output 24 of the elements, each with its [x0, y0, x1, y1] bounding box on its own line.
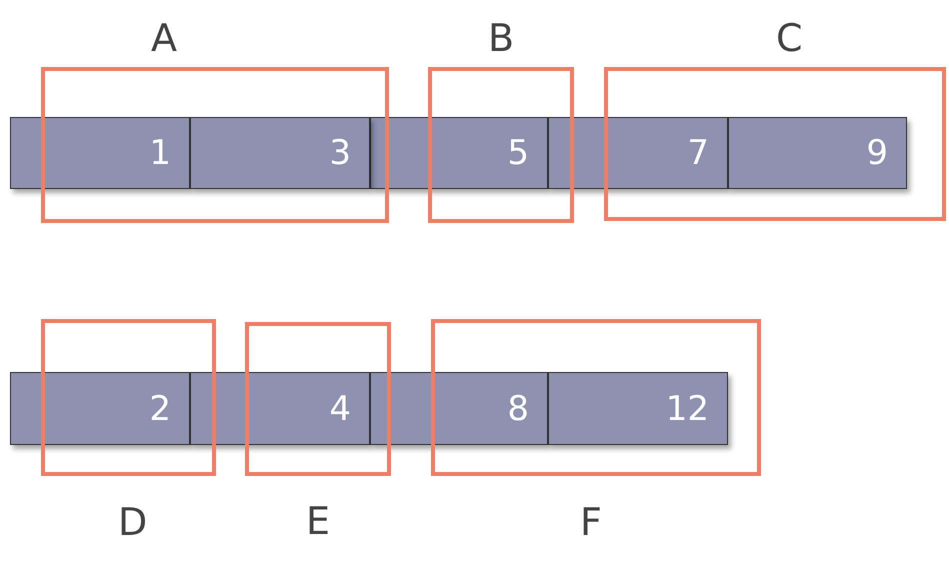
- array-cell: [10, 372, 190, 445]
- group-letter: F: [580, 503, 602, 541]
- cell-value: 1: [149, 136, 171, 170]
- array-cell: [190, 117, 370, 189]
- cell-value: 4: [329, 392, 351, 426]
- cell-value: 5: [507, 136, 529, 170]
- group-letter: D: [118, 503, 148, 541]
- array-cell: [548, 117, 728, 189]
- cell-value: 8: [507, 392, 529, 426]
- array-cell: [370, 117, 548, 189]
- cell-value: 3: [329, 136, 351, 170]
- cell-value: 7: [687, 136, 709, 170]
- group-letter: C: [776, 19, 803, 57]
- cell-value: 9: [866, 136, 888, 170]
- array-cell: [10, 117, 190, 189]
- array-cell: [548, 372, 728, 445]
- cell-value: 12: [666, 392, 709, 426]
- group-letter: B: [488, 19, 514, 57]
- group-letter: A: [151, 19, 177, 57]
- cell-value: 2: [149, 392, 171, 426]
- array-cell: [728, 117, 907, 189]
- array-cell: [370, 372, 548, 445]
- array-cell: [190, 372, 370, 445]
- group-letter: E: [306, 502, 330, 540]
